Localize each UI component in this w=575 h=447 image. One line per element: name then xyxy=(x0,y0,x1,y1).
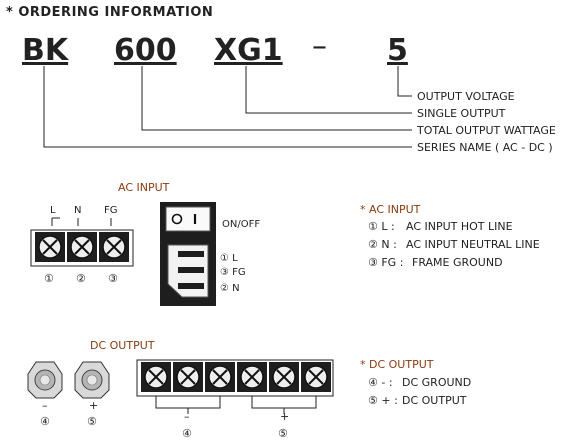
ac-inlet-module xyxy=(160,202,216,306)
iec-socket-icon xyxy=(167,244,209,298)
label-output-voltage: OUTPUT VOLTAGE xyxy=(417,90,515,103)
ac-legend-desc-1: AC INPUT HOT LINE xyxy=(406,220,513,233)
dc-post xyxy=(74,361,110,399)
ac-input-label: AC INPUT xyxy=(118,181,170,194)
dc-group-sign-plus: + xyxy=(280,410,289,423)
dc-post-sign-minus: – xyxy=(42,399,48,412)
label-series-name: SERIES NAME ( AC - DC ) xyxy=(417,141,553,154)
ac-legend-desc-3: FRAME GROUND xyxy=(412,256,503,269)
screw-icon xyxy=(38,235,62,259)
power-switch xyxy=(165,206,211,232)
ac-terminal-num-2: ② xyxy=(76,272,86,285)
code-output-type: XG1 xyxy=(214,33,283,68)
ac-legend-key-3: ③ FG : xyxy=(368,256,403,269)
dc-terminal-block xyxy=(136,359,334,414)
ac-legend-key-1: ① L : xyxy=(368,220,395,233)
ac-legend-title: * AC INPUT xyxy=(360,203,421,216)
label-single-output: SINGLE OUTPUT xyxy=(417,107,506,120)
dc-group-sign-minus: – xyxy=(184,410,190,423)
dc-screws xyxy=(141,362,331,392)
code-series: BK xyxy=(22,33,70,68)
dc-group-num-5: ⑤ xyxy=(278,427,288,440)
dc-legend-title: * DC OUTPUT xyxy=(360,358,434,371)
dc-post-sign-plus: + xyxy=(89,399,98,412)
dc-group-num-4: ④ xyxy=(182,427,192,440)
dc-legend-key-1: ④ - : xyxy=(368,376,393,389)
ac-terminal-top-l: L xyxy=(50,205,56,216)
ac-terminal-block: L N FG ① ② ③ xyxy=(30,205,134,285)
switch-label: ON/OFF xyxy=(222,219,260,230)
code-dash: – xyxy=(312,29,327,64)
ac-legend-desc-2: AC INPUT NEUTRAL LINE xyxy=(406,238,540,251)
ac-terminal-num-3: ③ xyxy=(108,272,118,285)
screw-icon xyxy=(70,235,94,259)
label-total-wattage: TOTAL OUTPUT WATTAGE xyxy=(416,124,556,137)
ac-legend-key-2: ② N : xyxy=(368,238,397,251)
dc-post xyxy=(27,361,63,399)
leader-lines xyxy=(43,66,412,148)
socket-pin-fg: ③ FG xyxy=(220,267,246,278)
code-voltage: 5 xyxy=(387,33,408,68)
ac-legend: * AC INPUT ① L : AC INPUT HOT LINE ② N :… xyxy=(360,203,540,269)
page-title: * ORDERING INFORMATION xyxy=(6,5,213,20)
socket-pin-l: ① L xyxy=(220,253,238,264)
dc-post-num-5: ⑤ xyxy=(87,415,97,428)
dc-legend-desc-2: DC OUTPUT xyxy=(402,394,467,407)
dc-output-label: DC OUTPUT xyxy=(90,339,155,352)
ac-terminal-num-1: ① xyxy=(44,272,54,285)
socket-pin-n: ② N xyxy=(220,283,240,294)
dc-legend-key-2: ⑤ + : xyxy=(368,394,398,407)
dc-legend: * DC OUTPUT ④ - : DC GROUND ⑤ + : DC OUT… xyxy=(360,358,471,407)
screw-icon xyxy=(102,235,126,259)
dc-post-num-4: ④ xyxy=(40,415,50,428)
ac-terminal-top-fg: FG xyxy=(104,205,118,216)
ac-terminal-top-n: N xyxy=(74,205,81,216)
dc-legend-desc-1: DC GROUND xyxy=(402,376,471,389)
code-wattage: 600 xyxy=(114,33,177,68)
